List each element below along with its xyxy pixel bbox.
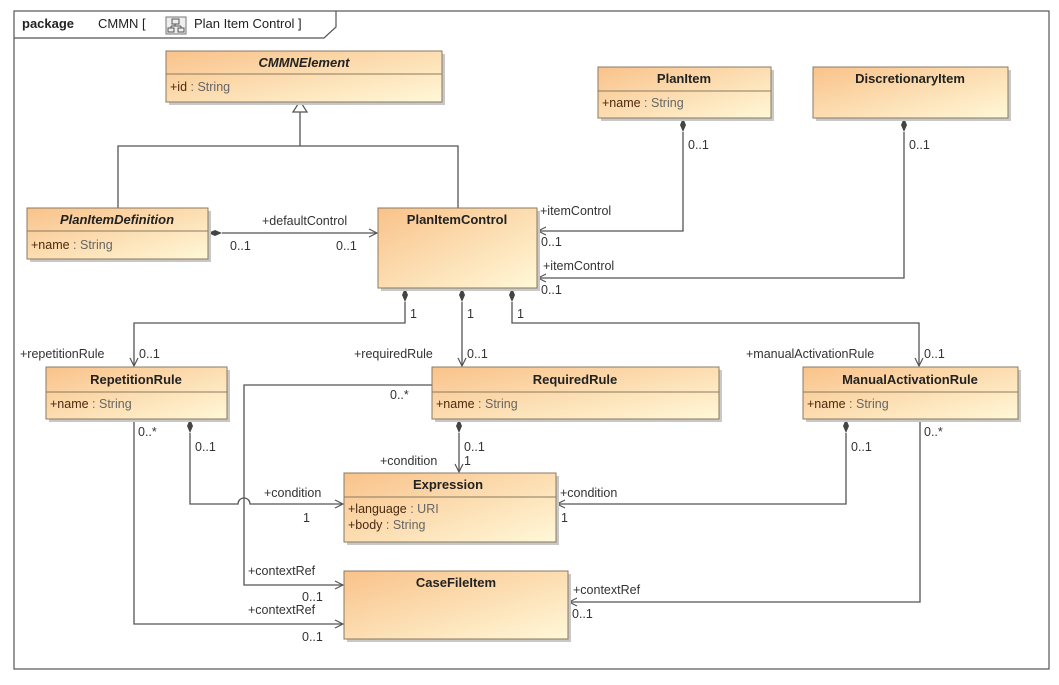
assoc-repetition-condition [187, 419, 343, 504]
multiplicity-label: 0..1 [924, 347, 945, 361]
multiplicity-label: 0..* [390, 388, 409, 402]
role-label: +contextRef [573, 583, 641, 597]
class-plan-item-control[interactable]: PlanItemControl [377, 207, 540, 291]
class-name: PlanItemDefinition [60, 212, 174, 227]
multiplicity-label: 0..* [138, 425, 157, 439]
assoc-manual-condition [557, 419, 849, 504]
multiplicity-label: 0..1 [541, 235, 562, 249]
multiplicity-label: 0..1 [909, 138, 930, 152]
composition-diamond-icon [680, 118, 686, 132]
class-expression[interactable]: Expression +language : URI +body : Strin… [343, 472, 559, 545]
attribute: +name : String [436, 397, 518, 411]
attribute: +id : String [170, 80, 230, 94]
generalization-arrow-icon [291, 99, 309, 113]
composition-diamond-icon [843, 419, 849, 433]
class-diagram-icon [165, 16, 187, 35]
assoc-manual-context [569, 419, 921, 602]
multiplicity-label: 0..1 [195, 440, 216, 454]
multiplicity-label: 0..* [924, 425, 943, 439]
frame-tab [14, 11, 337, 39]
multiplicity-label: 0..1 [336, 239, 357, 253]
frame-package-name: CMMN [ [98, 16, 146, 31]
role-label: +condition [380, 454, 437, 468]
class-manual-activation-rule[interactable]: ManualActivationRule +name : String [802, 366, 1021, 422]
multiplicity-label: 1 [561, 511, 568, 525]
role-label: +condition [264, 486, 321, 500]
class-name: DiscretionaryItem [855, 71, 965, 86]
class-name: Expression [413, 477, 483, 492]
attribute: +name : String [31, 238, 113, 252]
multiplicity-label: 1 [517, 307, 524, 321]
composition-diamond-icon [901, 118, 907, 132]
attribute: +language : URI [348, 502, 439, 516]
assoc-discretionary-itemcontrol [538, 118, 907, 278]
role-label: +contextRef [248, 564, 316, 578]
frame-keyword: package [22, 16, 74, 31]
class-repetition-rule[interactable]: RepetitionRule +name : String [45, 366, 230, 422]
multiplicity-label: 0..1 [139, 347, 160, 361]
multiplicity-label: 0..1 [688, 138, 709, 152]
role-label: +repetitionRule [20, 347, 104, 361]
role-label: +requiredRule [354, 347, 433, 361]
role-label: +itemControl [540, 204, 611, 218]
composition-diamond-icon [208, 230, 222, 236]
multiplicity-label: 0..1 [572, 607, 593, 621]
class-name: RepetitionRule [90, 372, 182, 387]
class-name: RequiredRule [533, 372, 618, 387]
multiplicity-label: 0..1 [302, 630, 323, 644]
assoc-required-rule [459, 288, 465, 366]
multiplicity-label: 0..1 [464, 440, 485, 454]
class-required-rule[interactable]: RequiredRule +name : String [431, 366, 722, 422]
attribute: +body : String [348, 518, 426, 532]
class-plan-item-definition[interactable]: PlanItemDefinition +name : String [26, 207, 211, 262]
generalization [117, 99, 459, 208]
class-case-file-item[interactable]: CaseFileItem [343, 570, 571, 642]
composition-diamond-icon [456, 419, 462, 433]
class-discretionary-item[interactable]: DiscretionaryItem [812, 66, 1011, 121]
class-name: CMMNElement [258, 55, 350, 70]
multiplicity-label: 0..1 [851, 440, 872, 454]
assoc-planitem-itemcontrol [538, 118, 686, 231]
assoc-default-control [208, 230, 377, 236]
composition-diamond-icon [187, 419, 193, 433]
multiplicity-label: 0..1 [302, 590, 323, 604]
composition-diamond-icon [402, 288, 408, 302]
multiplicity-label: 1 [467, 307, 474, 321]
class-cmmn-element[interactable]: CMMNElement +id : String [165, 50, 445, 105]
assoc-required-context [243, 384, 432, 585]
composition-diamond-icon [509, 288, 515, 302]
assoc-required-condition [456, 419, 462, 472]
role-label: +condition [560, 486, 617, 500]
assoc-manual-activation-rule [509, 288, 919, 366]
attribute: +name : String [602, 96, 684, 110]
multiplicity-label: 1 [464, 454, 471, 468]
class-name: PlanItem [657, 71, 711, 86]
class-name: ManualActivationRule [842, 372, 978, 387]
multiplicity-label: 0..1 [230, 239, 251, 253]
multiplicity-label: 0..1 [541, 283, 562, 297]
role-label: +itemControl [543, 259, 614, 273]
role-label: +manualActivationRule [746, 347, 874, 361]
role-label: +defaultControl [262, 214, 347, 228]
role-label: +contextRef [248, 603, 316, 617]
multiplicity-label: 1 [410, 307, 417, 321]
frame-diagram-name: Plan Item Control ] [194, 16, 302, 31]
class-plan-item[interactable]: PlanItem +name : String [597, 66, 774, 121]
class-name: PlanItemControl [407, 212, 507, 227]
multiplicity-label: 0..1 [467, 347, 488, 361]
class-name: CaseFileItem [416, 575, 496, 590]
multiplicity-label: 1 [303, 511, 310, 525]
assoc-repetition-rule [134, 288, 408, 366]
attribute: +name : String [50, 397, 132, 411]
assoc-repetition-context [133, 419, 343, 624]
composition-diamond-icon [459, 288, 465, 302]
attribute: +name : String [807, 397, 889, 411]
